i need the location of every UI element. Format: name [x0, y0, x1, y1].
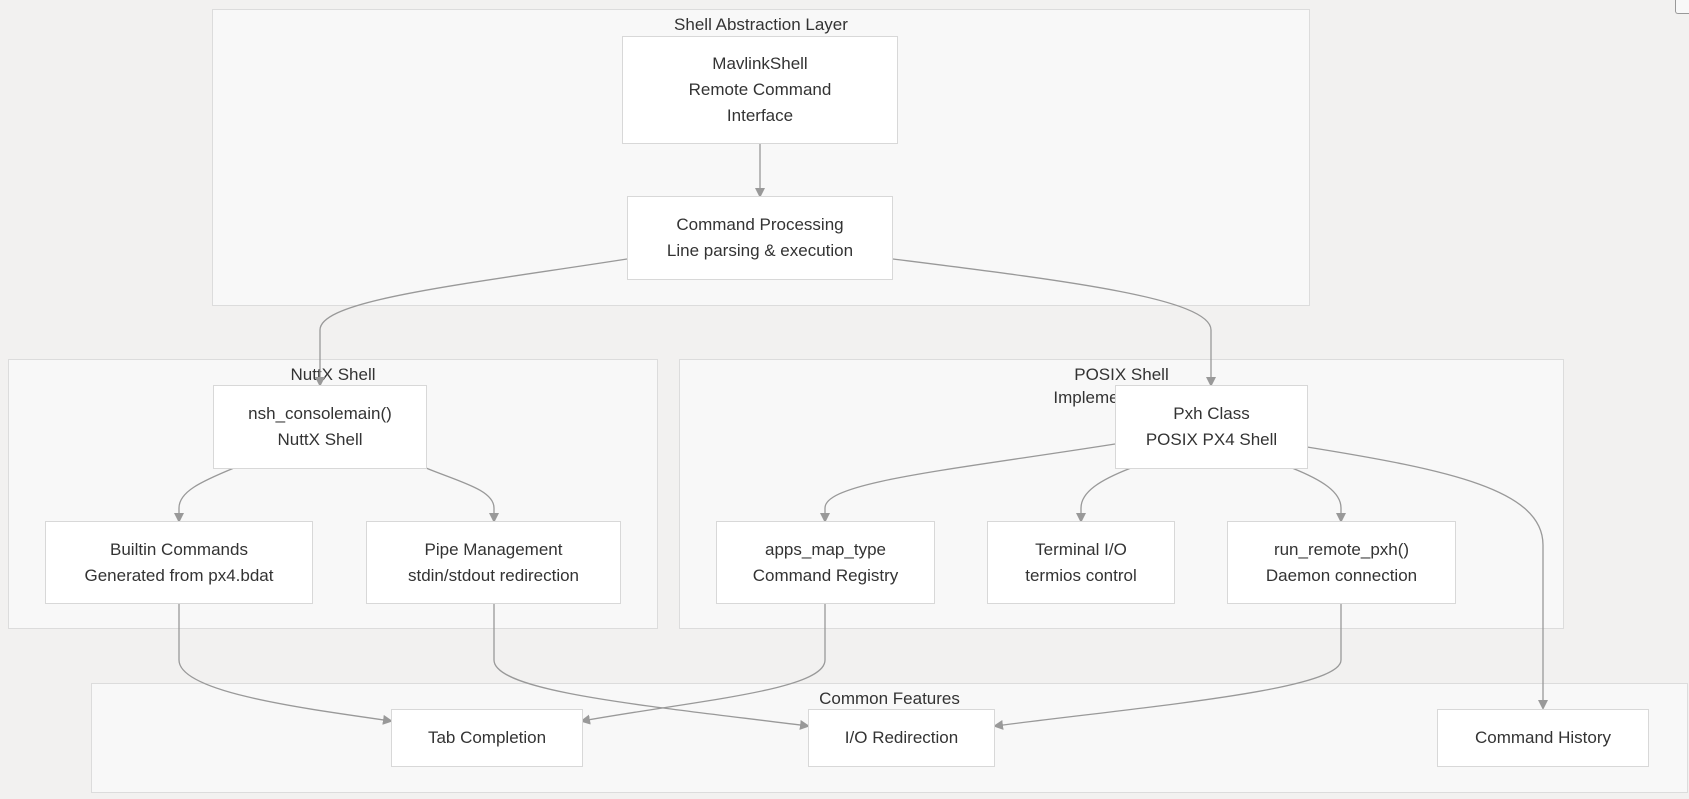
- cluster-title: Shell Abstraction Layer: [674, 15, 848, 34]
- node-label-line2: NuttX Shell: [277, 430, 363, 449]
- node-label-line1: Pxh Class: [1173, 404, 1250, 423]
- node-label-line1: MavlinkShell: [712, 54, 808, 73]
- node-command-history[interactable]: Command History: [1437, 709, 1649, 767]
- node-label-line2: termios control: [1025, 565, 1137, 585]
- node-label-line2: Generated from px4.bdat: [84, 565, 274, 585]
- node-apps-map-type[interactable]: apps_map_type Command Registry: [716, 521, 935, 604]
- node-label-line1: Terminal I/O: [1035, 539, 1127, 559]
- node-label-line2: Line parsing & execution: [666, 241, 854, 260]
- node-tab-completion[interactable]: Tab Completion: [391, 709, 583, 767]
- node-run-remote-pxh[interactable]: run_remote_pxh() Daemon connection: [1227, 521, 1456, 604]
- node-label-line1: nsh_consolemain(): [248, 404, 392, 423]
- node-label: I/O Redirection: [844, 728, 959, 747]
- node-label-line1: Builtin Commands: [110, 539, 248, 559]
- node-label-line1: Pipe Management: [424, 539, 563, 559]
- node-command-processing[interactable]: Command Processing Line parsing & execut…: [627, 196, 893, 280]
- node-io-redirection[interactable]: I/O Redirection: [808, 709, 995, 767]
- node-nsh-consolemain[interactable]: nsh_consolemain() NuttX Shell: [213, 385, 427, 469]
- node-builtin-commands[interactable]: Builtin Commands Generated from px4.bdat: [45, 521, 313, 604]
- node-pipe-management[interactable]: Pipe Management stdin/stdout redirection: [366, 521, 621, 604]
- node-label-line2: Daemon connection: [1265, 565, 1418, 585]
- node-label-line2: POSIX PX4 Shell: [1145, 430, 1278, 449]
- node-label-line2: Command Registry: [752, 565, 899, 585]
- cluster-title-line2: Implementation: [1053, 388, 1170, 407]
- node-mavlinkshell[interactable]: MavlinkShell Remote Command Interface: [622, 36, 898, 144]
- node-label-line2: Remote Command: [688, 80, 832, 99]
- cluster-title-line1: POSIX Shell: [1074, 365, 1169, 384]
- node-label: Command History: [1474, 728, 1612, 747]
- node-label-line2: stdin/stdout redirection: [407, 565, 580, 585]
- expand-icon[interactable]: [1675, 0, 1689, 14]
- node-terminal-io[interactable]: Terminal I/O termios control: [987, 521, 1175, 604]
- node-label-line3: Interface: [726, 106, 794, 125]
- node-label-line1: apps_map_type: [765, 539, 886, 559]
- cluster-title: NuttX Shell: [290, 365, 376, 384]
- cluster-title: Common Features: [819, 689, 960, 708]
- node-label: Tab Completion: [427, 728, 547, 747]
- node-pxh-class[interactable]: Pxh Class POSIX PX4 Shell: [1115, 385, 1308, 469]
- node-label-line1: Command Processing: [676, 215, 844, 234]
- node-label-line1: run_remote_pxh(): [1273, 539, 1410, 559]
